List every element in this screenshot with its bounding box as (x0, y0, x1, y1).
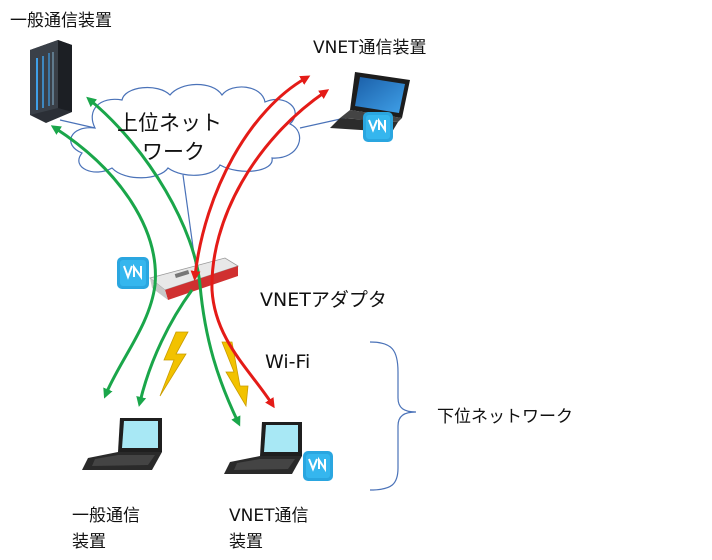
link-line-server-cloud (59, 119, 96, 129)
laptop-icon (82, 418, 162, 470)
red-paths (190, 75, 330, 409)
upper-network-label-line1: 上位ネット (117, 111, 222, 135)
wifi-label: Wi-Fi (265, 351, 311, 373)
lightning-icon (159, 331, 189, 397)
red-path-vnet-top-to-vnet-bottom (210, 89, 330, 409)
vnet-device-top-label: VNET通信装置 (313, 38, 427, 58)
router-icon (149, 257, 239, 300)
green-path-adapter-to-left-laptop (136, 289, 194, 407)
general-device-bottom-label-line2: 装置 (72, 532, 106, 552)
server-icon (30, 40, 72, 123)
general-device-top-label: 一般通信装置 (10, 11, 112, 31)
lower-network-label: 下位ネットワーク (437, 407, 573, 427)
vnet-device-bottom-label-line2: 装置 (229, 532, 263, 552)
vn-badge-icon (303, 451, 333, 481)
upper-network-label-line2: ワーク (142, 140, 205, 164)
vnet-adapter-label: VNETアダプタ (260, 289, 387, 311)
vn-badge-icon (363, 112, 393, 142)
vnet-device-bottom-label-line1: VNET通信 (229, 506, 309, 526)
lower-network-brace (369, 341, 417, 491)
vn-badge-icon (117, 257, 149, 289)
general-device-bottom-label-line1: 一般通信 (72, 506, 140, 526)
laptop-icon (224, 422, 302, 474)
